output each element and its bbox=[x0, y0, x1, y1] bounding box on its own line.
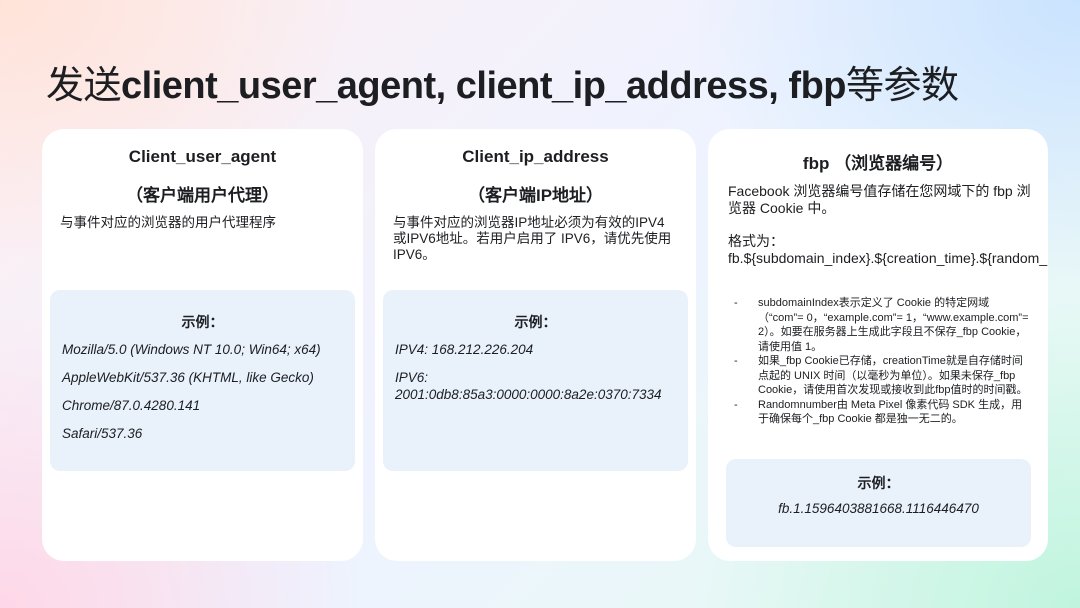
card-heading: Client_ip_address bbox=[462, 147, 609, 166]
bullet-marker: - bbox=[734, 297, 738, 309]
example-box: 示例： fb.1.1596403881668.1116446470 bbox=[726, 459, 1031, 547]
example-line: AppleWebKit/537.36 (KHTML, like Gecko) bbox=[62, 370, 314, 385]
title-params: client_user_agent, client_ip_address, fb… bbox=[121, 65, 846, 107]
example-line: fb.1.1596403881668.1116446470 bbox=[778, 501, 979, 516]
example-label: 示例： bbox=[857, 475, 900, 491]
card-description: 与事件对应的浏览器IP地址必须为有效的IPV4或IPV6地址。若用户启用了 IP… bbox=[393, 215, 672, 262]
bullet-text: subdomainIndex表示定义了 Cookie 的特定网域（“com”= … bbox=[758, 297, 1029, 353]
page-title: 发送client_user_agent, client_ip_address, … bbox=[46, 54, 959, 109]
card-description: Facebook 浏览器编号值存储在您网域下的 fbp 浏览器 Cookie 中… bbox=[728, 183, 1031, 216]
bullet-marker: - bbox=[734, 355, 738, 367]
card-heading: fbp （浏览器编号） bbox=[802, 154, 954, 173]
card-subheading: （客户端用户代理） bbox=[126, 186, 279, 205]
bullet-text: Randomnumber由 Meta Pixel 像素代码 SDK 生成，用于确… bbox=[758, 398, 1023, 426]
example-line: 2001:0db8:85a3:0000:0000:8a2e:0370:7334 bbox=[395, 387, 662, 402]
example-line: Safari/537.36 bbox=[62, 426, 143, 441]
list-item: - subdomainIndex表示定义了 Cookie 的特定网域（“com”=… bbox=[734, 296, 1030, 354]
title-prefix: 发送 bbox=[46, 65, 122, 107]
example-label: 示例： bbox=[514, 314, 557, 330]
card-heading: Client_user_agent bbox=[128, 147, 277, 166]
bullet-marker: - bbox=[734, 398, 738, 411]
example-line: Chrome/87.0.4280.141 bbox=[62, 398, 201, 413]
format-text: 格式为：fb.${subdomain_index}.${creation_tim… bbox=[728, 233, 1048, 266]
example-line: IPV6: bbox=[395, 370, 429, 385]
card-client-user-agent: Client_user_agent （客户端用户代理） 与事件对应的浏览器的用户… bbox=[42, 129, 363, 561]
list-item: - 如果_fbp Cookie已存储，creationTime就是自存储时间点起的… bbox=[734, 354, 1030, 398]
bullet-text: 如果_fbp Cookie已存储，creationTime就是自存储时间点起的 … bbox=[758, 355, 1028, 396]
list-item: - Randomnumber由 Meta Pixel 像素代码 SDK 生成，用于… bbox=[734, 398, 1030, 427]
card-client-ip-address: Client_ip_address （客户端IP地址） 与事件对应的浏览器IP地… bbox=[375, 129, 696, 561]
bullet-list: - subdomainIndex表示定义了 Cookie 的特定网域（“com”=… bbox=[734, 296, 1030, 427]
example-box: 示例： IPV4: 168.212.226.204 IPV6: 2001:0db… bbox=[383, 290, 688, 471]
example-line: IPV4: 168.212.226.204 bbox=[395, 342, 534, 357]
example-box: 示例： Mozilla/5.0 (Windows NT 10.0; Win64;… bbox=[50, 290, 355, 471]
example-line: Mozilla/5.0 (Windows NT 10.0; Win64; x64… bbox=[62, 342, 321, 357]
card-subheading: （客户端IP地址） bbox=[467, 186, 604, 205]
card-fbp: fbp （浏览器编号） Facebook 浏览器编号值存储在您网域下的 fbp … bbox=[708, 129, 1048, 561]
card-description: 与事件对应的浏览器的用户代理程序 bbox=[60, 215, 276, 230]
title-suffix: 等参数 bbox=[846, 65, 959, 107]
example-label: 示例： bbox=[181, 314, 224, 330]
